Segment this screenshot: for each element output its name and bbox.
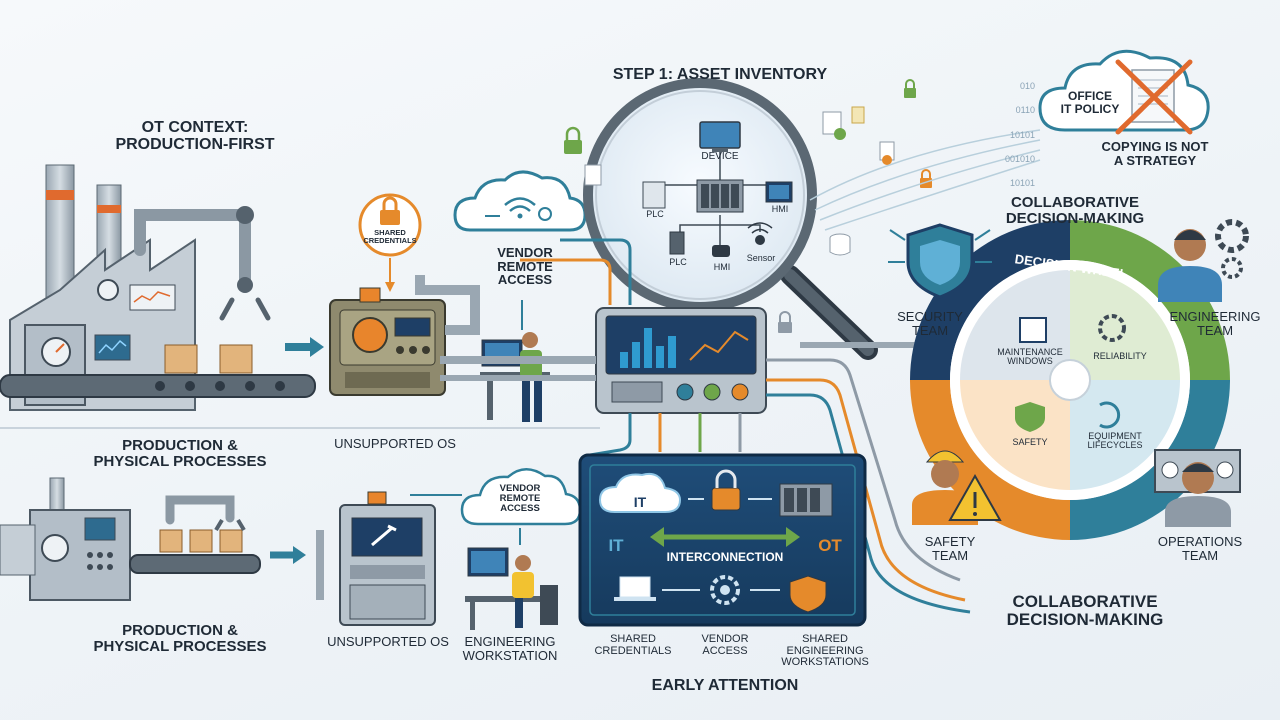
safety-label: SAFETY [1012, 437, 1048, 447]
early-attention-label: EARLY ATTENTION [651, 677, 799, 694]
binary-line: 10101 [1009, 129, 1035, 140]
office-it-policy-label: OFFICE IT POLICY [1060, 89, 1120, 116]
shared-credentials-badge-label: SHARED CREDENTIALS [363, 228, 417, 245]
copying-not-strategy-caption: COPYING IS NOT A STRATEGY [1101, 139, 1209, 168]
operations-team-label: OPERATIONS TEAM [1157, 534, 1243, 563]
security-team-shield [888, 223, 992, 299]
engineering-workstation-label: ENGINEERING WORKSTATION [462, 634, 558, 663]
interconnection-panel [578, 453, 867, 627]
office-it-policy-cloud [1038, 49, 1210, 135]
unsupported-os-top-label: UNSUPPORTED OS [334, 436, 456, 451]
inventory-hmi2-label: HMI [713, 262, 731, 272]
inventory-plc2-label: PLC [669, 257, 687, 267]
asset-inventory-magnifier [583, 78, 878, 360]
security-team-label: SECURITY TEAM [897, 309, 963, 338]
production-processes-bottom-label: PRODUCTION & PHYSICAL PROCESSES [93, 622, 267, 655]
binary-line: 010 [1019, 81, 1035, 92]
collaborative-decision-bottom-label: COLLABORATIVE DECISION-MAKING [1006, 592, 1164, 629]
inventory-hmi-label: HMI [771, 204, 789, 214]
safety-team-person [912, 450, 1002, 525]
binary-line: 0110 [1015, 105, 1035, 116]
data-stream-lines [809, 129, 1041, 231]
ot-side-label: OT [818, 536, 842, 555]
interconnection-label: INTERCONNECTION [666, 550, 784, 564]
central-control-panel [440, 238, 971, 614]
engineering-team-person [1158, 219, 1249, 302]
step1-heading: STEP 1: ASSET INVENTORY [612, 66, 828, 83]
it-cloud-label: IT [633, 494, 647, 510]
unsupported-os-bottom-label: UNSUPPORTED OS [327, 634, 449, 649]
binary-line: 001010 [1004, 153, 1035, 164]
vendor-access-label: VENDOR ACCESS [701, 633, 749, 657]
floating-lock-icons [564, 79, 932, 333]
vendor-remote-access-top-label: VENDOR REMOTE ACCESS [497, 245, 553, 288]
ot-context-heading: OT CONTEXT: PRODUCTION-FIRST [115, 119, 275, 153]
operations-team-person [1154, 449, 1241, 527]
inventory-sensor-label: Sensor [746, 253, 776, 263]
bottom-legacy-machine [316, 491, 436, 626]
shared-credentials-bottom-label: SHARED CREDENTIALS [594, 633, 672, 657]
reliability-label: RELIABILITY [1093, 351, 1147, 361]
bottom-factory-illustration [0, 477, 306, 601]
floating-document-icons [584, 106, 895, 256]
engineering-workstation-illustration [465, 547, 558, 630]
binary-stream: 010 0110 10101 001010 10101 [985, 68, 1035, 202]
inventory-device-label: DEVICE [701, 151, 739, 162]
shared-credentials-lock-badge [358, 193, 422, 292]
collaborative-decision-title: COLLABORATIVE DECISION-MAKING [1005, 194, 1145, 227]
it-side-label: IT [608, 536, 624, 555]
vendor-remote-access-bottom-label: VENDOR REMOTE ACCESS [499, 483, 541, 514]
engineering-team-label: ENGINEERING TEAM [1169, 309, 1261, 338]
decision-wheel [910, 220, 1230, 540]
binary-line: 10101 [1009, 178, 1035, 189]
top-legacy-machine [329, 275, 480, 396]
safety-team-label: SAFETY TEAM [924, 534, 976, 563]
production-processes-top-label: PRODUCTION & PHYSICAL PROCESSES [93, 437, 267, 470]
shared-engineering-workstations-label: SHARED ENGINEERING WORKSTATIONS [781, 633, 869, 669]
maintenance-windows-label: MAINTENANCE WINDOWS [997, 347, 1063, 367]
top-factory-illustration [0, 164, 324, 411]
equipment-lifecycles-label: EQUIPMENT LIFECYCLES [1087, 431, 1143, 451]
inventory-plc-label: PLC [646, 209, 664, 219]
